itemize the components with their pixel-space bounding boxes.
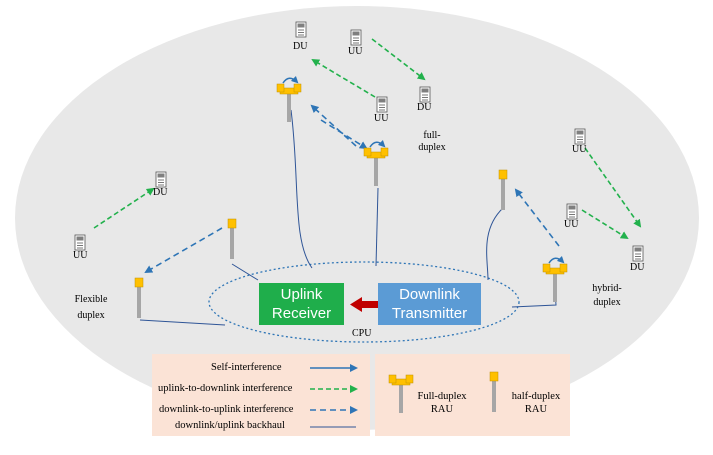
network-area-ellipse	[15, 6, 699, 430]
uu-label: UU	[572, 144, 587, 155]
hybrid-duplex-mode-label: hybrid- duplex	[584, 282, 630, 310]
downlink-transmitter-line1: Downlink	[399, 286, 460, 303]
cpu-transfer-arrow	[350, 297, 378, 312]
full-duplex-mode-line1: full-	[423, 130, 441, 141]
du-label: DU	[417, 102, 432, 113]
legend-backhaul-label: downlink/uplink backhaul	[175, 420, 285, 431]
phone-icon	[419, 86, 431, 103]
downlink-to-uplink-arrows	[144, 104, 560, 274]
hybrid-duplex-mode-line1: hybrid-	[592, 283, 622, 294]
phone-icon	[74, 234, 86, 251]
legend-rau-box	[375, 354, 570, 436]
uu-label: UU	[348, 46, 363, 57]
downlink-transmitter-box: Downlink Transmitter	[378, 283, 481, 325]
phone-icon	[566, 203, 578, 220]
legend-uplink-to-downlink-label: uplink-to-downlink interference	[158, 383, 293, 394]
flexible-duplex-mode-line1: Flexible	[74, 294, 108, 305]
legend-half-duplex-rau-label: half-duplex RAU	[505, 390, 567, 416]
uu-label: UU	[73, 250, 88, 261]
flexible-duplex-mode-label: Flexible duplex	[66, 292, 116, 324]
uu-label: UU	[374, 113, 389, 124]
uplink-receiver-line1: Uplink	[280, 286, 323, 303]
du-label: DU	[153, 187, 168, 198]
legend-downlink-to-uplink-label: downlink-to-uplink interference	[159, 404, 294, 415]
cpu-label: CPU	[352, 328, 372, 339]
legend-half-duplex-rau-line1: half-duplex	[511, 391, 561, 402]
uplink-receiver-box: Uplink Receiver	[259, 283, 344, 325]
du-label: DU	[293, 41, 308, 52]
backhaul-lines	[139, 109, 557, 326]
du-label: DU	[630, 262, 645, 273]
hybrid-duplex-mode-line2: duplex	[593, 297, 621, 308]
phone-icon	[574, 128, 586, 145]
legend-full-duplex-rau-line2: RAU	[430, 404, 454, 415]
legend-full-duplex-rau-label: Full-duplex RAU	[412, 390, 472, 416]
phone-icon	[376, 96, 388, 113]
legend-self-interference-label: Self-interference	[211, 362, 282, 373]
phone-icon	[155, 171, 167, 188]
phone-icon	[350, 29, 362, 46]
full-duplex-mode-label: full- duplex	[412, 130, 452, 154]
uplink-receiver-line2: Receiver	[271, 305, 332, 322]
uu-label: UU	[564, 219, 579, 230]
phone-icon	[632, 245, 644, 262]
legend-full-duplex-rau-line1: Full-duplex	[417, 391, 467, 402]
downlink-transmitter-line2: Transmitter	[391, 305, 468, 322]
cpu-ellipse	[208, 261, 520, 343]
full-duplex-mode-line2: duplex	[418, 142, 446, 153]
flexible-duplex-mode-line2: duplex	[77, 310, 105, 321]
uplink-to-downlink-arrows	[93, 38, 642, 240]
phone-icon	[295, 21, 307, 38]
legend-half-duplex-rau-line2: RAU	[524, 404, 548, 415]
